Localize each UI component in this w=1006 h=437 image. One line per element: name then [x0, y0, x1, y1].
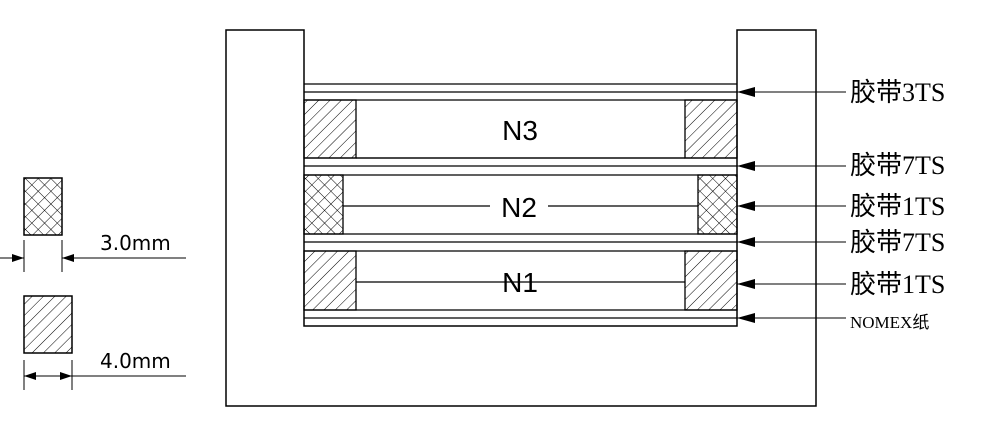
winding-n3: N3	[303, 99, 738, 159]
label-tape-top: 胶带3TS	[850, 78, 945, 107]
winding-n1-label: N1	[502, 267, 538, 298]
label-nomex: NOMEX纸	[850, 313, 929, 332]
tape-layers-n2-n1	[304, 241, 737, 252]
label-tape-n2-n1: 胶带7TS	[850, 228, 945, 257]
label-tape-n2: 胶带1TS	[850, 192, 945, 221]
tape-layers-top	[304, 83, 737, 101]
wire-b-width-label: 4.0mm	[100, 349, 171, 373]
winding-n2: N2	[303, 174, 738, 235]
hatch-wire-sample	[23, 295, 73, 354]
winding-n3-label: N3	[502, 115, 538, 146]
label-tape-n3-n2: 胶带7TS	[850, 151, 945, 180]
wire-legend-a: 3.0mm	[0, 177, 186, 272]
label-tape-n1: 胶带1TS	[850, 270, 945, 299]
wire-legend-b: 4.0mm	[23, 295, 186, 390]
leader-lines	[737, 87, 846, 323]
winding-n1: N1	[303, 250, 738, 311]
crosshatch-wire-sample	[23, 177, 63, 236]
tape-layers-n3-n2	[304, 157, 737, 176]
winding-n2-label: N2	[501, 192, 537, 223]
wire-a-width-label: 3.0mm	[100, 231, 171, 255]
